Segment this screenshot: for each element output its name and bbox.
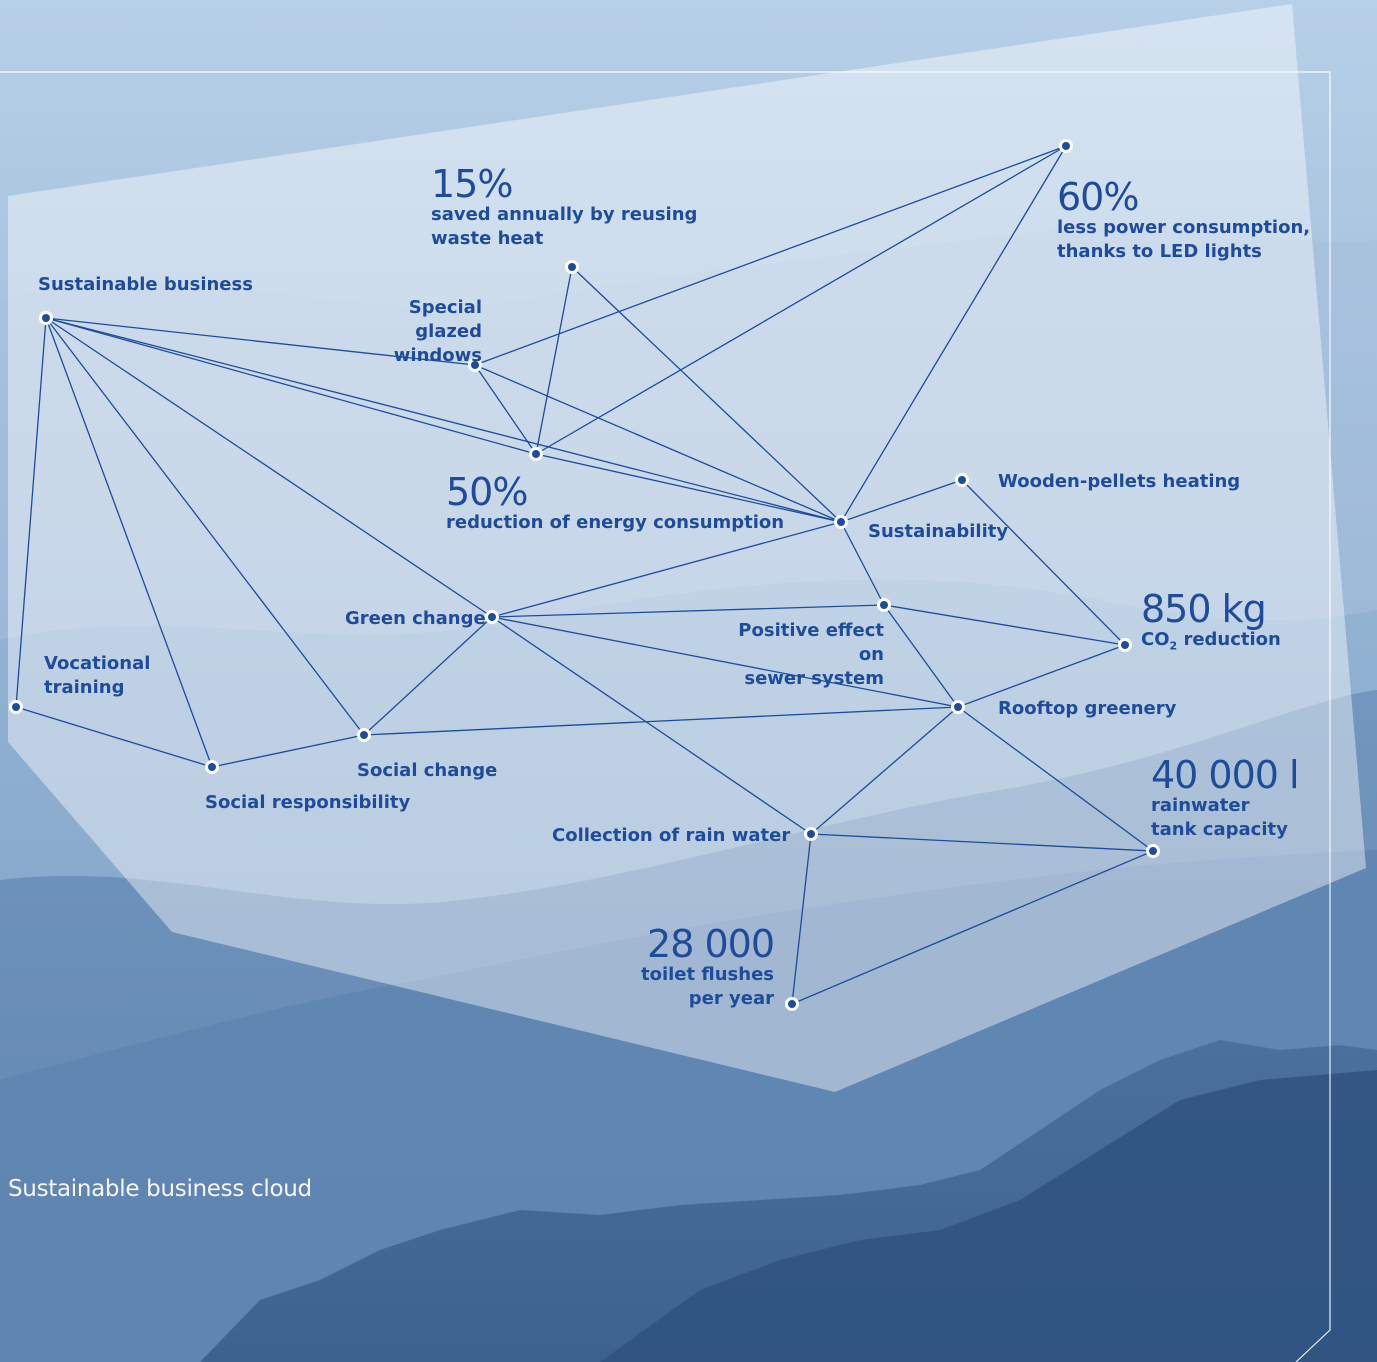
edge-sustainability-to-wooden-pellets xyxy=(840,479,963,523)
edge-group xyxy=(15,145,1154,1005)
edge-green-change-to-rooftop-greenery xyxy=(491,616,959,708)
edge-saved-waste-heat-to-energy-reduction xyxy=(535,266,573,455)
node-label-energy-reduction: 50% reduction of energy consumption xyxy=(446,470,785,533)
node-label-vocational-training: Vocational training xyxy=(44,653,151,698)
node-energy-reduction xyxy=(529,447,543,461)
edge-wooden-pellets-to-co2-reduction xyxy=(961,479,1126,646)
edge-green-change-to-social-change xyxy=(363,616,493,736)
edge-rain-water-to-toilet-flushes xyxy=(791,833,812,1005)
node-group xyxy=(9,139,1160,1011)
node-label-green-change: Green change xyxy=(345,608,486,629)
stat-value-60: 60% xyxy=(1057,175,1139,219)
node-rooftop-greenery xyxy=(951,700,965,714)
figure-caption: Sustainable business cloud xyxy=(8,1176,312,1202)
edge-energy-reduction-to-led-lights xyxy=(535,145,1067,455)
node-special-glazed-windows xyxy=(468,358,482,372)
node-label-led-lights: 60% less power consumption, thanks to LE… xyxy=(1057,175,1311,262)
node-label-special-glazed-windows: Special glazed windows xyxy=(393,297,482,366)
cloud-panel xyxy=(8,4,1366,1092)
node-label-social-change: Social change xyxy=(357,760,498,781)
node-led-lights xyxy=(1059,139,1073,153)
edge-green-change-to-positive-effect xyxy=(491,604,885,618)
edge-sustainable-business-to-energy-reduction xyxy=(45,317,537,455)
edge-rainwater-tank-to-toilet-flushes xyxy=(791,850,1154,1005)
edge-vocational-training-to-social-responsibility xyxy=(15,706,213,768)
edge-special-glazed-windows-to-sustainability xyxy=(474,364,842,523)
edge-rooftop-greenery-to-social-change xyxy=(363,706,959,736)
edge-sustainable-business-to-green-change xyxy=(45,317,493,618)
node-label-co2-reduction: 850 kg CO2 reduction xyxy=(1141,587,1281,653)
node-label-saved-waste-heat: 15% saved annually by reusing waste heat xyxy=(431,162,698,249)
stat-value-28000: 28 000 xyxy=(647,922,775,966)
edge-positive-effect-to-co2-reduction xyxy=(883,604,1126,646)
node-label-rain-water: Collection of rain water xyxy=(552,825,791,846)
edge-special-glazed-windows-to-energy-reduction xyxy=(474,364,537,455)
node-label-sustainable-business: Sustainable business xyxy=(38,274,253,295)
node-label-rainwater-tank: 40 000 l rainwater tank capacity xyxy=(1151,753,1300,840)
edge-sustainable-business-to-special-glazed-windows xyxy=(45,317,476,366)
edge-rooftop-greenery-to-rainwater-tank xyxy=(957,706,1154,852)
node-positive-effect xyxy=(877,598,891,612)
edge-led-lights-to-sustainability xyxy=(840,145,1067,523)
edge-co2-reduction-to-rooftop-greenery xyxy=(957,644,1126,708)
node-vocational-training xyxy=(9,700,23,714)
node-label-sustainability: Sustainability xyxy=(868,521,1009,542)
node-green-change xyxy=(485,610,499,624)
stat-value-50: 50% xyxy=(446,470,528,514)
node-saved-waste-heat xyxy=(565,260,579,274)
edge-green-change-to-rain-water xyxy=(491,616,812,835)
node-social-change xyxy=(357,728,371,742)
stat-value-850kg: 850 kg xyxy=(1141,587,1267,631)
edge-social-responsibility-to-social-change xyxy=(211,734,365,768)
node-label-wooden-pellets: Wooden-pellets heating xyxy=(998,471,1241,492)
edge-sustainable-business-to-social-responsibility xyxy=(45,317,213,768)
edge-rooftop-greenery-to-rain-water xyxy=(810,706,959,835)
node-rain-water xyxy=(804,827,818,841)
edge-saved-waste-heat-to-sustainability xyxy=(571,266,842,523)
node-label-social-responsibility: Social responsibility xyxy=(205,792,411,813)
edge-energy-reduction-to-sustainability xyxy=(535,453,842,523)
node-wooden-pellets xyxy=(955,473,969,487)
stat-value-40000l: 40 000 l xyxy=(1151,753,1300,797)
edge-sustainable-business-to-sustainability xyxy=(45,317,842,523)
node-label-rooftop-greenery: Rooftop greenery xyxy=(998,698,1177,719)
node-toilet-flushes xyxy=(785,997,799,1011)
edge-positive-effect-to-rooftop-greenery xyxy=(883,604,959,708)
node-label-toilet-flushes: 28 000 toilet flushes per year xyxy=(624,922,775,1011)
edge-sustainability-to-green-change xyxy=(491,521,842,618)
node-sustainability xyxy=(834,515,848,529)
edge-sustainability-to-positive-effect xyxy=(840,521,885,606)
mountain-background xyxy=(0,226,1377,1362)
stat-value-15: 15% xyxy=(431,162,513,206)
node-sustainable-business xyxy=(39,311,53,325)
node-co2-reduction xyxy=(1118,638,1132,652)
frame-lines xyxy=(0,71,1331,1362)
edge-sustainable-business-to-vocational-training xyxy=(15,317,47,708)
edge-sustainable-business-to-social-change xyxy=(45,317,365,736)
node-label-positive-effect: Positive effect on sewer system xyxy=(738,620,884,689)
edge-rain-water-to-rainwater-tank xyxy=(810,833,1154,852)
node-rainwater-tank xyxy=(1146,844,1160,858)
edge-special-glazed-windows-to-led-lights xyxy=(474,145,1067,366)
node-social-responsibility xyxy=(205,760,219,774)
